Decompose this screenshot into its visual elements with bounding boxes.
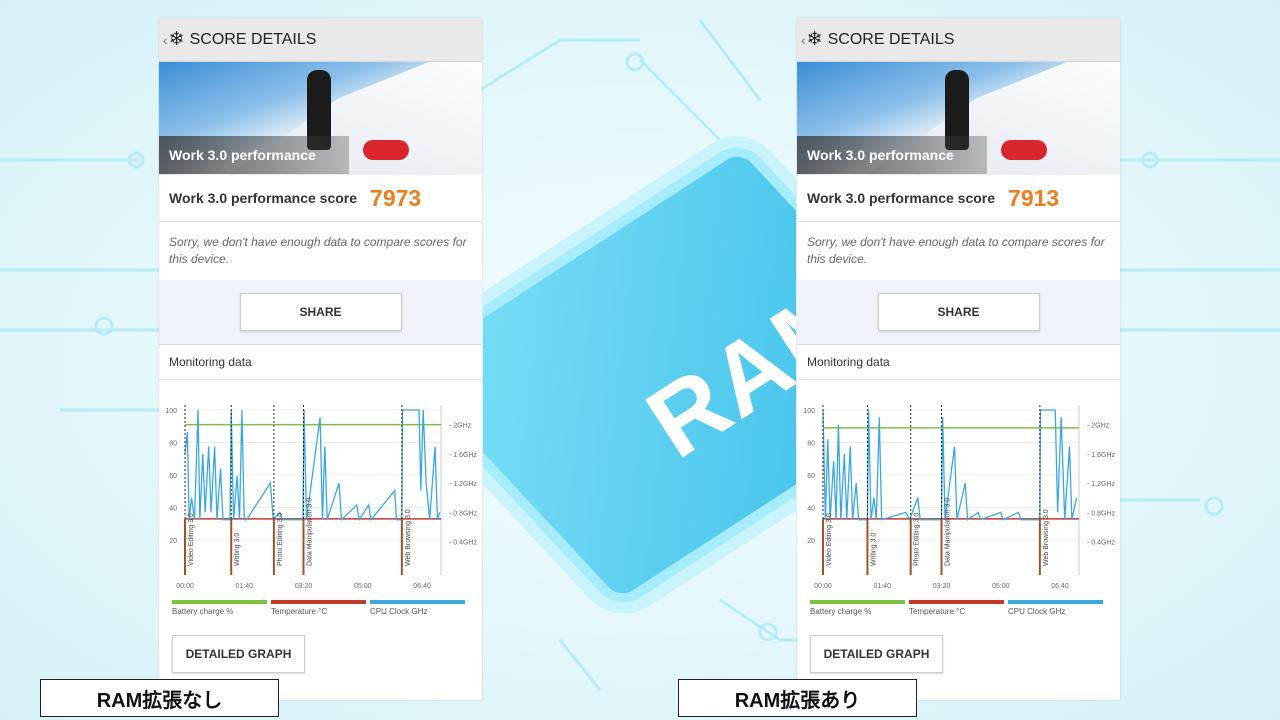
y-tick-label: 20	[807, 538, 815, 545]
y2-tick-label: - 2GHz	[449, 423, 472, 430]
y-tick-label: 100	[165, 408, 177, 415]
y-tick-label: 60	[169, 473, 177, 480]
y-tick-label: 20	[169, 538, 177, 545]
legend-swatch	[271, 600, 366, 604]
phase-label: Photo Editing 3.0	[277, 513, 284, 566]
score-label: Work 3.0 performance score	[169, 190, 358, 206]
phase-label: Web Browsing 3.0	[1043, 509, 1050, 566]
phase-label: Writing 3.0	[870, 533, 877, 566]
x-tick-label: 05:00	[992, 583, 1010, 590]
legend-label: CPU Clock GHz	[370, 607, 428, 616]
detailed-graph-button[interactable]: DETAILED GRAPH	[810, 635, 943, 673]
hero-title: Work 3.0 performance	[807, 147, 954, 163]
legend-swatch	[1008, 600, 1103, 604]
y-tick-label: 80	[169, 441, 177, 448]
score-value: 7913	[1008, 184, 1060, 211]
x-tick-label: 00:00	[814, 583, 832, 590]
y-tick-label: 80	[807, 441, 815, 448]
chart-legend: Battery charge % Temperature °C CPU Clock …	[172, 600, 465, 616]
comparison-message: Sorry, we don't have enough data to comp…	[169, 235, 467, 266]
legend-item: Temperature °C	[271, 600, 366, 616]
y2-tick-label: - 1.6GHz	[1087, 452, 1116, 459]
x-tick-label: 01:40	[235, 583, 253, 590]
y2-tick-label: - 1.2GHz	[1087, 481, 1116, 488]
legend-swatch	[172, 600, 267, 604]
legend-swatch	[370, 600, 465, 604]
snowflake-logo-icon: ❄	[806, 29, 823, 50]
x-tick-label: 06:40	[413, 583, 431, 590]
x-tick-label: 03:20	[933, 583, 951, 590]
comparison-message: Sorry, we don't have enough data to comp…	[807, 235, 1105, 266]
detailed-graph-button[interactable]: DETAILED GRAPH	[172, 635, 305, 673]
y2-tick-label: - 1.2GHz	[449, 481, 478, 488]
phase-label: Video Editing 3.0	[826, 513, 833, 566]
phase-label: Video Editing 3.0	[188, 513, 195, 566]
app-header: ‹ ❄ SCORE DETAILS	[797, 18, 1120, 62]
hero-image: Work 3.0 performance	[797, 62, 1120, 175]
monitoring-chart: 20 40 60 80 100 - 0.4GHz - 0.8GHz - 1.2GHz - 1.6…	[165, 405, 478, 590]
phase-label: Data Manipulation 3.0	[307, 498, 314, 566]
y2-tick-label: - 0.4GHz	[449, 540, 478, 547]
page-title: SCORE DETAILS	[189, 30, 317, 48]
legend-swatch	[810, 600, 905, 604]
hero-image: Work 3.0 performance	[159, 62, 482, 175]
legend-item: Battery charge %	[810, 600, 905, 616]
legend-label: CPU Clock GHz	[1008, 607, 1066, 616]
back-chevron-icon[interactable]: ‹	[163, 31, 168, 48]
hero-title: Work 3.0 performance	[169, 147, 316, 163]
legend-item: CPU Clock GHz	[370, 600, 465, 616]
chart-legend: Battery charge % Temperature °C CPU Clock …	[810, 600, 1103, 616]
phase-label: Data Manipulation 3.0	[945, 498, 952, 566]
legend-item: Temperature °C	[909, 600, 1004, 616]
legend-item: CPU Clock GHz	[1008, 600, 1103, 616]
x-tick-label: 01:40	[873, 583, 891, 590]
phase-label: Web Browsing 3.0	[405, 509, 412, 566]
caption-label: RAM拡張なし	[40, 679, 279, 717]
y-tick-label: 60	[807, 473, 815, 480]
x-tick-label: 00:00	[176, 583, 194, 590]
x-tick-label: 06:40	[1051, 583, 1069, 590]
snowflake-logo-icon: ❄	[168, 29, 185, 50]
score-details-panel: ‹ ❄ SCORE DETAILS Work 3.0 performance W…	[797, 18, 1120, 700]
monitoring-chart: 20 40 60 80 100 - 0.4GHz - 0.8GHz - 1.2GHz - 1.6…	[803, 405, 1116, 590]
x-tick-label: 03:20	[295, 583, 313, 590]
y2-tick-label: - 0.4GHz	[1087, 540, 1116, 547]
score-details-panel: ‹ ❄ SCORE DETAILS Work 3.0 performance W…	[159, 18, 482, 700]
y-tick-label: 40	[169, 506, 177, 513]
y-tick-label: 100	[803, 408, 815, 415]
score-label: Work 3.0 performance score	[807, 190, 996, 206]
y2-tick-label: - 0.8GHz	[449, 510, 478, 517]
score-row: Work 3.0 performance score 7973	[159, 175, 482, 222]
score-row: Work 3.0 performance score 7913	[797, 175, 1120, 222]
monitoring-title: Monitoring data	[797, 344, 1120, 380]
legend-label: Battery charge %	[172, 607, 234, 616]
legend-label: Temperature °C	[909, 607, 966, 616]
app-header: ‹ ❄ SCORE DETAILS	[159, 18, 482, 62]
back-chevron-icon[interactable]: ‹	[801, 31, 806, 48]
cpu-clock-line	[184, 409, 441, 522]
cpu-clock-line	[822, 409, 1078, 522]
phase-label: Photo Editing 3.0	[914, 513, 921, 566]
y2-tick-label: - 0.8GHz	[1087, 510, 1116, 517]
x-tick-label: 05:00	[354, 583, 372, 590]
legend-label: Temperature °C	[271, 607, 328, 616]
y2-tick-label: - 1.6GHz	[449, 452, 478, 459]
ram-chip-area: RAM	[483, 0, 796, 720]
legend-swatch	[909, 600, 1004, 604]
page-title: SCORE DETAILS	[827, 30, 955, 48]
legend-item: Battery charge %	[172, 600, 267, 616]
score-value: 7973	[370, 184, 422, 211]
caption-label: RAM拡張あり	[678, 679, 917, 717]
share-button[interactable]: SHARE	[877, 293, 1040, 331]
y-tick-label: 40	[807, 506, 815, 513]
monitoring-title: Monitoring data	[159, 344, 482, 380]
y2-tick-label: - 2GHz	[1087, 423, 1110, 430]
share-button[interactable]: SHARE	[239, 293, 402, 331]
phase-label: Writing 3.0	[234, 533, 241, 566]
legend-label: Battery charge %	[810, 607, 872, 616]
